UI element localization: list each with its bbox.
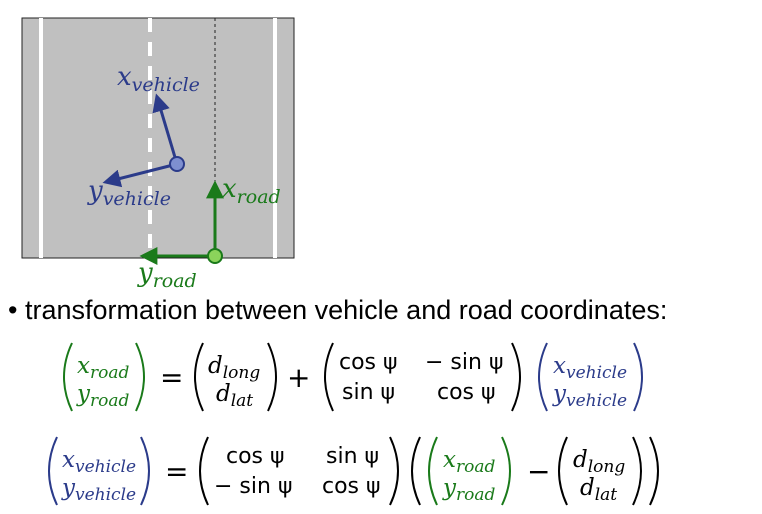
y-vehicle-arrow xyxy=(102,162,178,188)
x-vehicle-arrow xyxy=(152,93,179,165)
x-road-label: xroad xyxy=(222,174,281,208)
y-vehicle-label: yvehicle xyxy=(87,176,171,210)
paren-right xyxy=(389,436,399,506)
rot-12: − sin ψ xyxy=(425,350,503,375)
lhs-y-vehicle: yvehicle xyxy=(61,475,136,505)
minus-sign: − xyxy=(527,455,550,488)
inner-y-road: yroad xyxy=(442,475,495,505)
d-long: dlong xyxy=(208,353,260,383)
paren-right xyxy=(267,342,277,412)
paren-right xyxy=(501,436,511,506)
d-lat: dlat xyxy=(216,381,253,411)
bullet-point: • transformation between vehicle and roa… xyxy=(8,290,667,330)
paren-left xyxy=(63,342,73,412)
rot-22: cos ψ xyxy=(322,474,381,499)
paren-right xyxy=(511,342,521,412)
paren-left xyxy=(538,342,548,412)
rhs-x-vehicle: xvehicle xyxy=(553,353,627,383)
road-diagram xyxy=(21,17,295,259)
x-vehicle-label: xvehicle xyxy=(117,62,200,96)
rot-12: sin ψ xyxy=(326,444,379,469)
lhs-x-vehicle: xvehicle xyxy=(62,447,136,477)
bullet-text: transformation between vehicle and road … xyxy=(24,295,668,325)
rot-11: cos ψ xyxy=(226,444,285,469)
equation-vehicle-from-road: xvehicle yvehicle = cos ψ sin ψ − sin ψ … xyxy=(48,436,659,506)
paren-right xyxy=(140,436,150,506)
vehicle-frame: xvehicle yvehicle xyxy=(87,62,200,210)
rot-11: cos ψ xyxy=(339,350,398,375)
inner-x-road: xroad xyxy=(443,447,495,477)
rot-21: sin ψ xyxy=(342,380,395,405)
paren-left xyxy=(199,436,209,506)
paren-right xyxy=(632,436,642,506)
road-frame: xroad yroad xyxy=(137,174,281,292)
rot-22: cos ψ xyxy=(437,380,496,405)
rhs-y-vehicle: yvehicle xyxy=(552,381,627,411)
paren-right xyxy=(649,436,659,506)
road-origin-dot xyxy=(207,248,223,264)
paren-right xyxy=(633,342,643,412)
d-long: dlong xyxy=(573,447,625,477)
paren-left xyxy=(558,436,568,506)
paren-left xyxy=(324,342,334,412)
rot-21: − sin ψ xyxy=(214,474,292,499)
paren-left xyxy=(48,436,58,506)
equals-sign: = xyxy=(160,361,183,394)
road-surface xyxy=(21,17,295,259)
paren-right xyxy=(135,342,145,412)
lhs-x-road: xroad xyxy=(77,353,129,383)
vehicle-origin-dot xyxy=(169,156,185,172)
paren-left xyxy=(428,436,438,506)
bullet-marker: • xyxy=(8,295,18,325)
lhs-y-road: yroad xyxy=(76,381,129,411)
paren-left xyxy=(194,342,204,412)
plus-sign: + xyxy=(287,361,310,394)
equation-road-from-vehicle: xroad yroad = dlong dlat + cos ψ − sin ψ… xyxy=(63,342,643,412)
equals-sign: = xyxy=(165,455,188,488)
d-lat: dlat xyxy=(580,475,617,505)
paren-left xyxy=(411,436,421,506)
y-road-label: yroad xyxy=(137,258,197,292)
